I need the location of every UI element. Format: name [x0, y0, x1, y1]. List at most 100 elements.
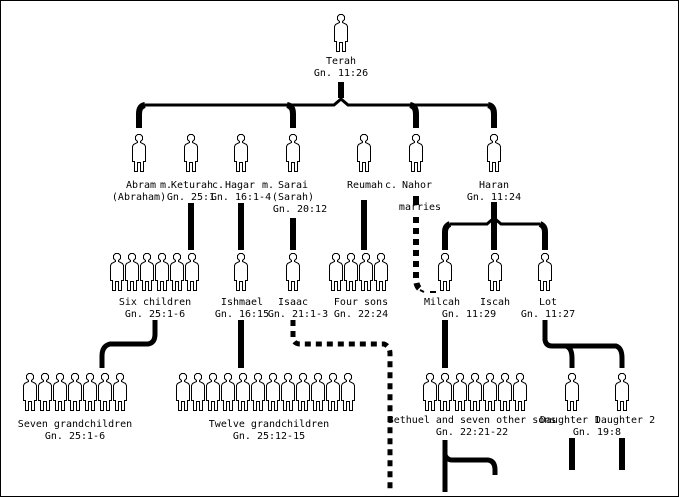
seven-grandchildren-person-icon	[53, 373, 67, 411]
terah-bar	[145, 97, 488, 107]
bethuel-label: Bethuel and seven other sons	[387, 415, 557, 426]
daughter-1-person-icon	[565, 373, 579, 411]
abram-name: Abram	[125, 180, 157, 191]
bethuel-and-sons-person-icon	[423, 373, 437, 411]
terah-ref: Gn. 11:26	[313, 68, 369, 79]
nahor-person-icon	[409, 134, 423, 172]
nahor-name: Nahor	[401, 180, 433, 191]
lot-person-icon	[538, 253, 552, 291]
marries-link	[419, 289, 436, 293]
twelve-grandchildren-label: Twelve grandchildren	[208, 419, 330, 430]
concubine-label-2: c.	[384, 180, 398, 191]
six-children-person-icon	[170, 253, 184, 291]
hagar-ref: Gn. 16:1-4	[210, 192, 272, 203]
reumah-person-icon	[357, 134, 371, 172]
branch-milcah	[442, 221, 452, 250]
lot-ref: Gn. 11:27	[520, 309, 576, 320]
twelve-grandchildren-person-icon	[341, 373, 355, 411]
twelve-grandchildren-ref: Gn. 25:12-15	[232, 431, 306, 442]
six-children-person-icon	[140, 253, 154, 291]
six-children-ref: Gn. 25:1-6	[124, 309, 186, 320]
figures-layer	[23, 14, 629, 411]
six-children-line	[99, 320, 158, 368]
haran-person-icon	[487, 134, 501, 172]
ishmael-name: Ishmael	[220, 297, 264, 308]
bethuel-and-sons-person-icon	[483, 373, 497, 411]
six-children-person-icon	[185, 253, 199, 291]
twelve-grandchildren-person-icon	[221, 373, 235, 411]
twelve-grandchildren-person-icon	[311, 373, 325, 411]
daughter-2-person-icon	[615, 373, 629, 411]
haran-name: Haran	[478, 180, 510, 191]
bethuel-and-sons-person-icon	[438, 373, 452, 411]
twelve-grandchildren-person-icon	[206, 373, 220, 411]
isaac-person-icon	[286, 253, 300, 291]
bethuel-and-sons-person-icon	[498, 373, 512, 411]
abram-person-icon	[132, 134, 146, 172]
daughter-1-label: Daughter 1	[539, 415, 601, 426]
sarai-ref: Gn. 20:12	[272, 204, 328, 215]
six-children-person-icon	[110, 253, 124, 291]
twelve-grandchildren-person-icon	[191, 373, 205, 411]
branch-sarai	[286, 102, 296, 128]
twelve-grandchildren-person-icon	[281, 373, 295, 411]
four-sons-person-icon	[344, 253, 358, 291]
six-children-label: Six children	[118, 297, 192, 308]
ishmael-ref: Gn. 16:15	[214, 309, 270, 320]
ishmael-person-icon	[234, 253, 248, 291]
sarah-name: (Sarah)	[271, 192, 315, 203]
twelve-grandchildren-person-icon	[236, 373, 250, 411]
bethuel-and-sons-person-icon	[513, 373, 527, 411]
branch-lot	[538, 221, 548, 250]
keturah-ref: Gn. 25:1	[166, 192, 216, 203]
seven-grandchildren-ref: Gn. 25:1-6	[44, 431, 106, 442]
bethuel-and-sons-person-icon	[453, 373, 467, 411]
daughters-ref: Gn. 19:8	[572, 427, 622, 438]
four-sons-person-icon	[329, 253, 343, 291]
seven-grandchildren-person-icon	[68, 373, 82, 411]
bethuel-and-sons-person-icon	[468, 373, 482, 411]
reumah-name: Reumah	[346, 180, 384, 191]
six-children-person-icon	[155, 253, 169, 291]
concubine-label-1: c.	[211, 180, 225, 191]
abraham-name: (Abraham)	[111, 192, 167, 203]
isaac-ref: Gn. 21:1-3	[267, 309, 329, 320]
lot-line	[542, 320, 625, 368]
bethuel-line	[442, 440, 498, 492]
hagar-name: Hagar	[224, 180, 256, 191]
sarai-name: Sarai	[277, 180, 309, 191]
twelve-grandchildren-person-icon	[176, 373, 190, 411]
seven-grandchildren-person-icon	[23, 373, 37, 411]
four-sons-ref: Gn. 22:24	[333, 309, 389, 320]
iscah-person-icon	[488, 253, 502, 291]
seven-grandchildren-person-icon	[98, 373, 112, 411]
seven-grandchildren-person-icon	[113, 373, 127, 411]
six-children-person-icon	[125, 253, 139, 291]
twelve-grandchildren-person-icon	[266, 373, 280, 411]
twelve-grandchildren-person-icon	[326, 373, 340, 411]
twelve-grandchildren-person-icon	[251, 373, 265, 411]
lot-name: Lot	[538, 297, 558, 308]
isaac-line	[290, 320, 393, 492]
milcah-name: Milcah	[423, 297, 461, 308]
daughter-2-label: Daughter 2	[594, 415, 656, 426]
seven-grandchildren-person-icon	[38, 373, 52, 411]
haran-ref: Gn. 11:24	[466, 192, 522, 203]
milcah-person-icon	[438, 253, 452, 291]
keturah-person-icon	[184, 134, 198, 172]
iscah-name: Iscah	[479, 297, 511, 308]
bethuel-ref: Gn. 22:21-22	[435, 427, 509, 438]
married-label-1: m.	[159, 180, 173, 191]
four-sons-person-icon	[374, 253, 388, 291]
milcah-ref: Gn. 11:29	[441, 309, 497, 320]
isaac-name: Isaac	[277, 297, 309, 308]
keturah-name: Keturah	[170, 180, 214, 191]
branch-nahor	[409, 102, 419, 128]
terah-name: Terah	[325, 56, 357, 67]
branch-abram	[136, 102, 146, 128]
seven-grandchildren-person-icon	[83, 373, 97, 411]
nahor-marries-line	[413, 217, 424, 293]
married-label-2: m.	[261, 180, 275, 191]
